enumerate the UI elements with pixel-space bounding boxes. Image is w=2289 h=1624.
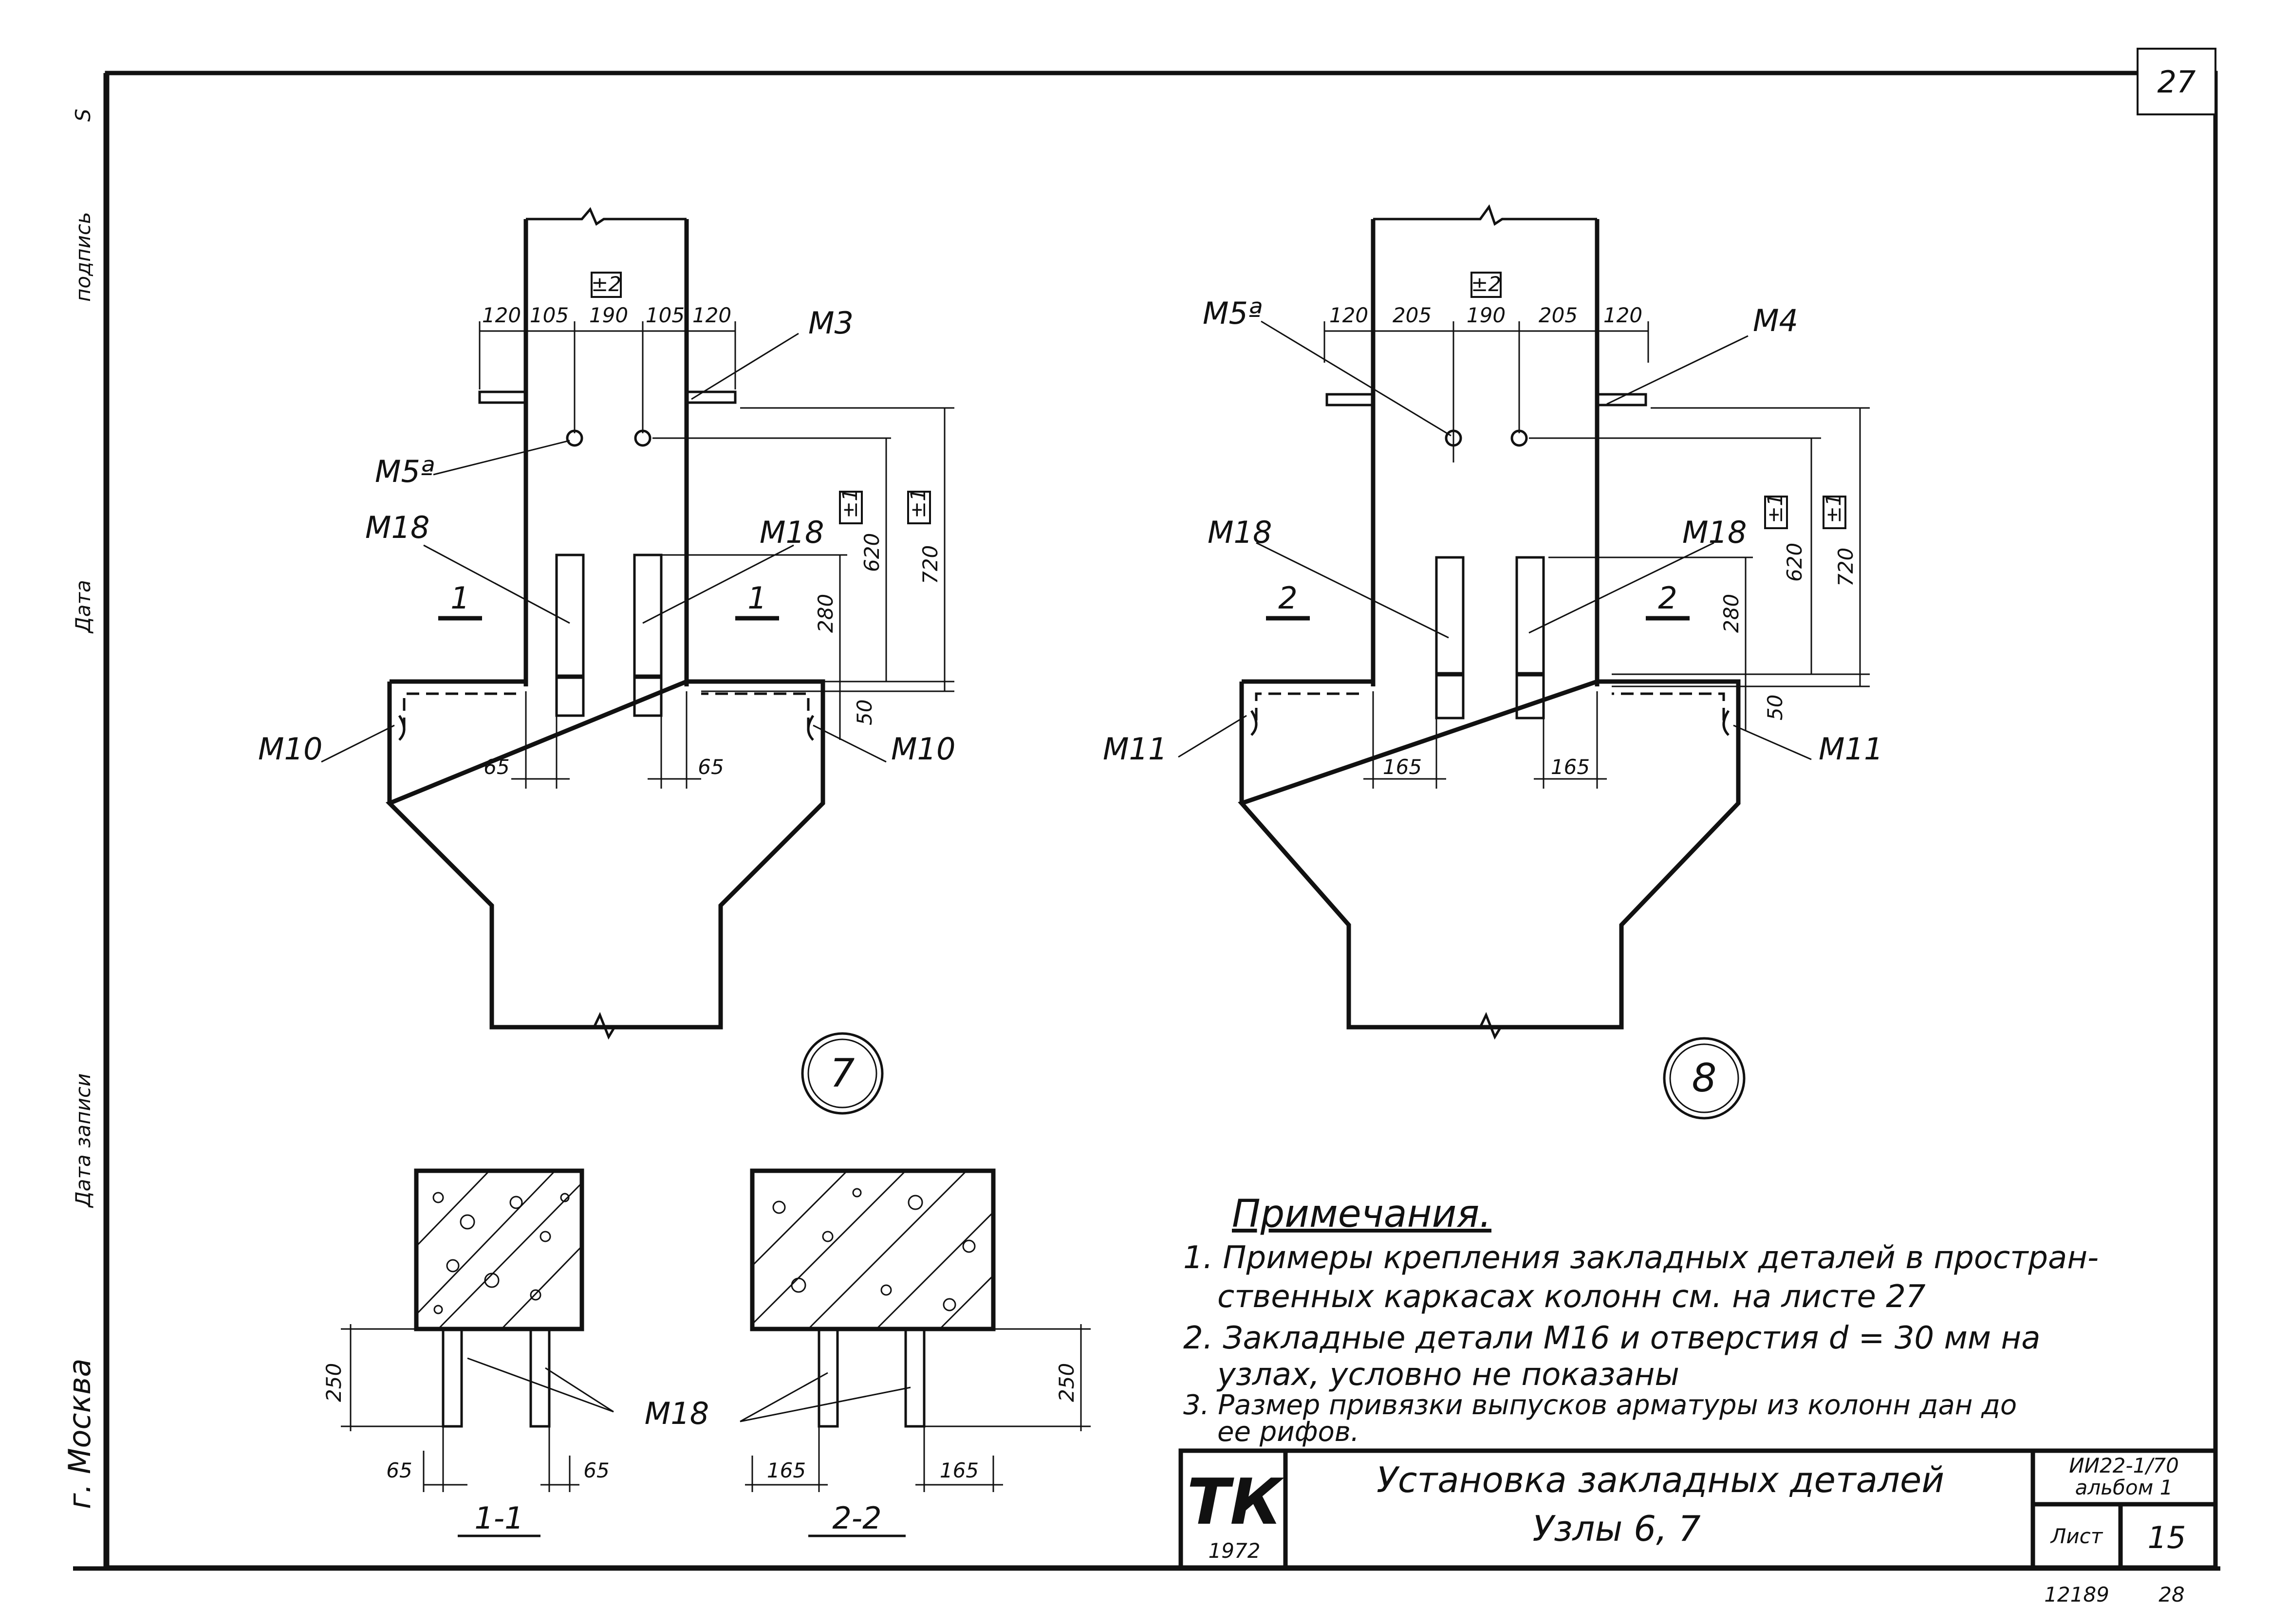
n8-section-left: 2 (1278, 580, 1297, 616)
n8-label-m4: М4 (1753, 303, 1798, 338)
n8-dim-5: 120 (1603, 303, 1642, 327)
n7-label-m3: М3 (808, 305, 854, 341)
n7-section-left: 1 (450, 580, 469, 616)
n7-dim-280: 280 (814, 594, 837, 633)
page-number-box (2137, 48, 2216, 115)
node-7-number: 7 (830, 1051, 855, 1096)
n7-bottom-dim-right: 65 (698, 755, 724, 779)
n8-bottom-dim-right: 165 (1551, 755, 1590, 779)
n7-bottom-dim-left: 65 (484, 755, 509, 779)
title-line-1: Установка закладных деталей (1377, 1459, 1944, 1500)
n8-tolerance-top: ±2 (1471, 272, 1501, 296)
title-album: альбом 1 (2075, 1476, 2173, 1499)
title-org: ТК (1187, 1465, 1285, 1539)
n8-tol-b-box (1823, 496, 1846, 529)
footer-left: 12189 (2044, 1583, 2109, 1606)
node-8-drawing (1178, 204, 1870, 1120)
title-sheet-label: Лист (2050, 1524, 2103, 1548)
section-2-dim-right: 165 (940, 1458, 979, 1482)
n7-dim-4: 105 (646, 303, 685, 327)
note-line-5: 3. Размер привязки выпусков арматуры из … (1183, 1389, 2017, 1421)
notes-heading: Примечания. (1232, 1192, 1491, 1236)
title-year: 1972 (1209, 1539, 1261, 1563)
n7-label-m5a: М5ª (375, 454, 434, 489)
margin-label-top: S (71, 109, 95, 122)
node-8-number: 8 (1692, 1055, 1717, 1101)
n7-label-m18-right: М18 (760, 515, 824, 550)
n8-dim-4: 205 (1539, 303, 1578, 327)
margin-label-city: г. Москва (62, 1359, 97, 1510)
section-2-dim-left: 165 (767, 1458, 806, 1482)
title-line-2: Узлы 6, 7 (1532, 1508, 1700, 1549)
section-2-dim-h: 250 (1055, 1363, 1079, 1402)
n7-dim-720: 720 (918, 545, 942, 584)
n8-tol-a: ±1 (1763, 493, 1787, 523)
section-2-2-drawing (740, 1168, 1091, 1537)
n7-dim-2: 105 (530, 303, 569, 327)
n8-dim-50: 50 (1763, 695, 1787, 720)
note-line-2: ственных каркасах колонн см. на листе 27 (1217, 1279, 1926, 1315)
n8-label-m11-left: М11 (1103, 731, 1167, 767)
n8-tol-a-box (1764, 496, 1788, 529)
n8-tol-b: ±1 (1822, 493, 1845, 523)
n7-section-right: 1 (747, 580, 766, 616)
n7-label-m10-left: М10 (258, 731, 322, 767)
margin-label-stamp3: Дата записи (71, 1073, 95, 1208)
n8-section-right: 2 (1658, 580, 1677, 616)
note-line-1: 1. Примеры крепления закладных деталей в… (1183, 1240, 2099, 1276)
note-line-3: 2. Закладные детали М16 и отверстия d = … (1183, 1320, 2040, 1356)
n7-tol-b: ±1 (906, 488, 930, 518)
title-block (1178, 1448, 2218, 1570)
section-2-title: 2-2 (832, 1500, 881, 1536)
n8-tolerance-box (1470, 272, 1502, 298)
n7-tol-a-box (839, 491, 863, 524)
n8-label-m18-right: М18 (1682, 515, 1747, 550)
n8-dim-2: 205 (1393, 303, 1432, 327)
note-line-4: узлах, условно не показаны (1216, 1357, 1679, 1393)
n8-label-m5a: М5ª (1203, 295, 1262, 331)
n7-dim-3: 190 (589, 303, 628, 327)
title-series: ИИ22-1/70 (2069, 1454, 2179, 1477)
n7-dim-1: 120 (482, 303, 521, 327)
n7-dim-5: 120 (692, 303, 731, 327)
section-1-dim-left: 65 (386, 1458, 412, 1482)
note-line-6: ее рифов. (1217, 1416, 1359, 1448)
n8-dim-720: 720 (1834, 548, 1858, 587)
section-1-dim-right: 65 (583, 1458, 609, 1482)
n7-label-m18-left: М18 (365, 510, 429, 545)
n8-dim-280: 280 (1719, 594, 1743, 633)
footer-right: 28 (2159, 1583, 2184, 1606)
n8-label-m18-left: М18 (1208, 515, 1272, 550)
n7-tolerance-top: ±2 (591, 272, 621, 296)
margin-label-stamp2: Дата (71, 580, 95, 634)
n7-tolerance-box (591, 272, 622, 298)
title-sheet-no: 15 (2148, 1520, 2186, 1555)
n7-tol-b-box (907, 491, 931, 524)
n7-dim-620: 620 (860, 533, 884, 572)
n8-dim-620: 620 (1783, 543, 1806, 582)
node-7-drawing (321, 207, 954, 1115)
n7-dim-50: 50 (853, 700, 876, 725)
n8-bottom-dim-left: 165 (1383, 755, 1422, 779)
margin-label-stamp1: подпись (71, 212, 95, 302)
page-number: 27 (2158, 64, 2196, 100)
sections-label-m18: М18 (645, 1396, 709, 1431)
n8-dim-3: 190 (1467, 303, 1506, 327)
n7-tol-a: ±1 (838, 488, 862, 518)
section-1-1-drawing (341, 1168, 614, 1537)
n8-dim-1: 120 (1329, 303, 1368, 327)
n8-label-m11-right: М11 (1819, 731, 1883, 767)
section-1-title: 1-1 (474, 1500, 523, 1536)
section-1-dim-h: 250 (322, 1363, 346, 1402)
n7-label-m10-right: М10 (891, 731, 955, 767)
